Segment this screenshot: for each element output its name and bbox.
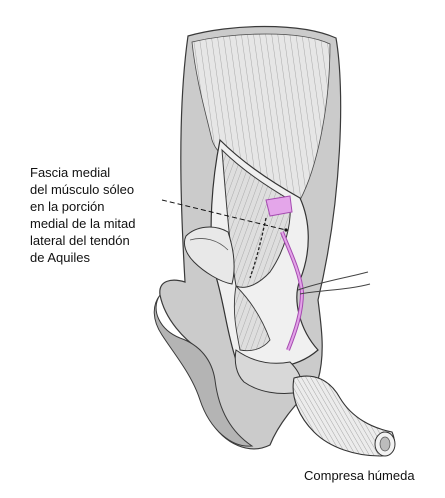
retracted-flap-fold — [189, 238, 229, 251]
suture-line — [249, 217, 267, 279]
retracted-flap — [183, 226, 235, 285]
heel — [153, 294, 254, 447]
soleus-flap — [221, 148, 291, 288]
fascia-label-line: lateral del tendón — [30, 233, 130, 248]
fascia-label: Fascia medial del músculo sóleo en la po… — [30, 164, 180, 266]
retractor-strings — [297, 271, 371, 295]
fascia-label-line: en la porción — [30, 199, 105, 214]
fascia-label-line: medial de la mitad — [30, 216, 136, 231]
label-leader-line — [161, 199, 287, 231]
fascia-label-line: de Aquiles — [30, 250, 90, 265]
compress-roll-core — [379, 436, 391, 452]
nerve-exposed-patch — [265, 195, 293, 217]
sural-nerve-highlight — [281, 231, 304, 351]
achilles-tendon — [233, 285, 271, 352]
fascia-label-line: del músculo sóleo — [30, 182, 135, 197]
leader-endpoint — [284, 228, 288, 232]
fascia-label-line: Fascia medial — [30, 165, 111, 180]
compress-label: Compresa húmeda — [304, 468, 415, 483]
